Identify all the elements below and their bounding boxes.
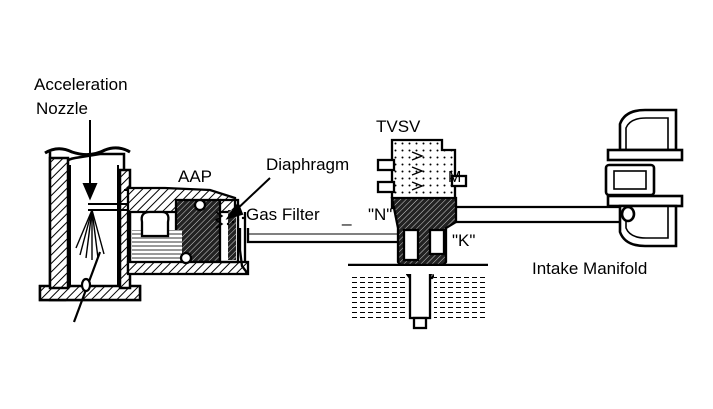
vacuum-hose-aap-to-tvsv (238, 228, 398, 275)
gas-filter-dash: _ (341, 207, 352, 226)
throttle-valve (72, 251, 102, 323)
intake-manifold (604, 108, 684, 248)
aap-label: AAP (178, 167, 212, 186)
gas-filter-label: Gas Filter (246, 205, 320, 224)
fuel-spray (75, 209, 105, 260)
acceleration-nozzle-label-line1: Acceleration (34, 75, 128, 94)
tvsv-valve (376, 138, 468, 330)
vacuum-hose-tvsv-to-manifold (456, 205, 630, 224)
tvsv-label: TVSV (376, 117, 421, 136)
engine-coolant-block (348, 263, 488, 320)
diaphragm-label: Diaphragm (266, 155, 349, 174)
aap-pump-housing (126, 186, 250, 276)
gas-filter-leader (226, 216, 245, 226)
k-port-label: "K" (452, 231, 475, 250)
m-marker-label: M (448, 169, 461, 186)
n-port-label: "N" (368, 205, 392, 224)
intake-manifold-label: Intake Manifold (532, 259, 647, 278)
carburetor-body (38, 146, 142, 302)
diaphragm-arrow (225, 177, 271, 220)
acceleration-nozzle-arrow (82, 120, 98, 201)
acceleration-nozzle-label-line2: Nozzle (36, 99, 88, 118)
